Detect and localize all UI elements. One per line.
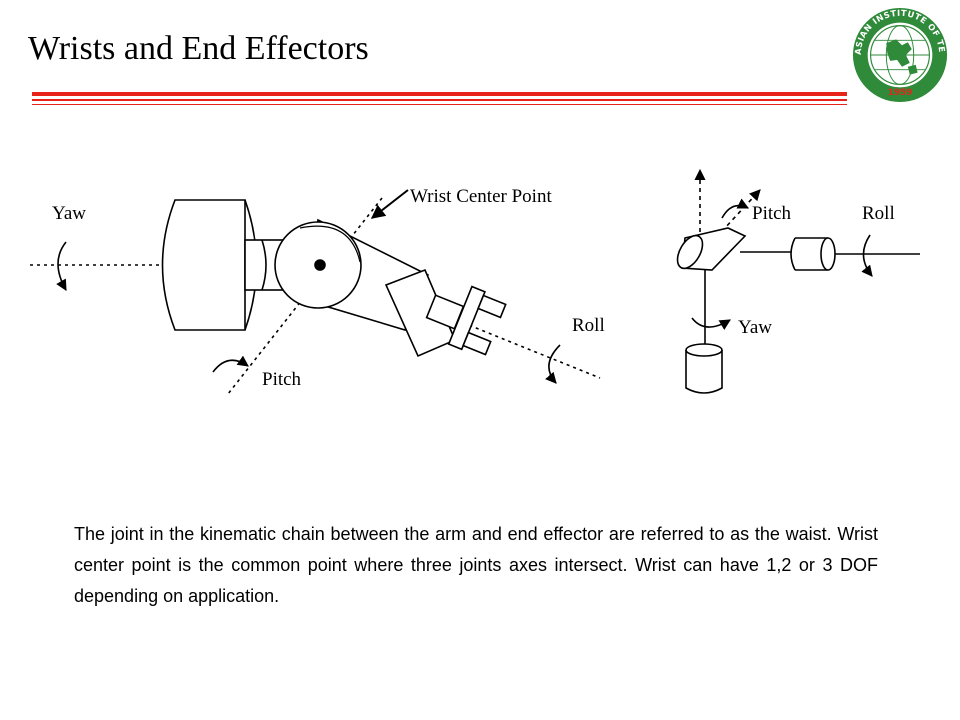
left-pitch-label: Pitch (262, 369, 302, 390)
title-rule-thick (32, 92, 847, 96)
yaw-rotation-arrow (56, 241, 67, 291)
right-roll-rotation-arrow (861, 234, 873, 277)
arm-cylinder (161, 199, 246, 331)
wrist-center-dot (314, 259, 326, 271)
left-roll-label: Roll (572, 315, 605, 336)
title-rule-thin (32, 104, 847, 105)
right-pitch-label: Pitch (752, 203, 792, 224)
right-yaw-label: Yaw (738, 317, 772, 338)
right-roll-label: Roll (862, 203, 895, 224)
gripper (447, 285, 507, 356)
right-roll-cylinder (790, 237, 828, 271)
title-rule-medium (32, 99, 847, 101)
wrist-left-drawing (30, 189, 601, 395)
ait-logo: ASIAN INSTITUTE OF TECHNOLOGY 1959 (851, 6, 948, 103)
wrist-diagram: Yaw Pitch Roll Wrist Center Point Pitch … (30, 168, 920, 395)
right-yaw-rotation-arrow (691, 317, 731, 330)
right-roll-axis (699, 189, 761, 256)
wrist-center-arrow (370, 189, 409, 219)
left-yaw-label: Yaw (52, 203, 86, 224)
slide-title: Wrists and End Effectors (28, 30, 369, 67)
logo-year: 1959 (888, 88, 913, 98)
body-paragraph: The joint in the kinematic chain between… (74, 524, 878, 606)
right-pitch-rotation-arrow (721, 198, 750, 219)
pitch-rotation-arrow (212, 355, 249, 373)
roll-rotation-arrow (545, 344, 561, 384)
right-base-cylinder (685, 350, 723, 394)
wrist-center-label: Wrist Center Point (410, 186, 552, 207)
wrist-right-drawing (676, 168, 920, 394)
